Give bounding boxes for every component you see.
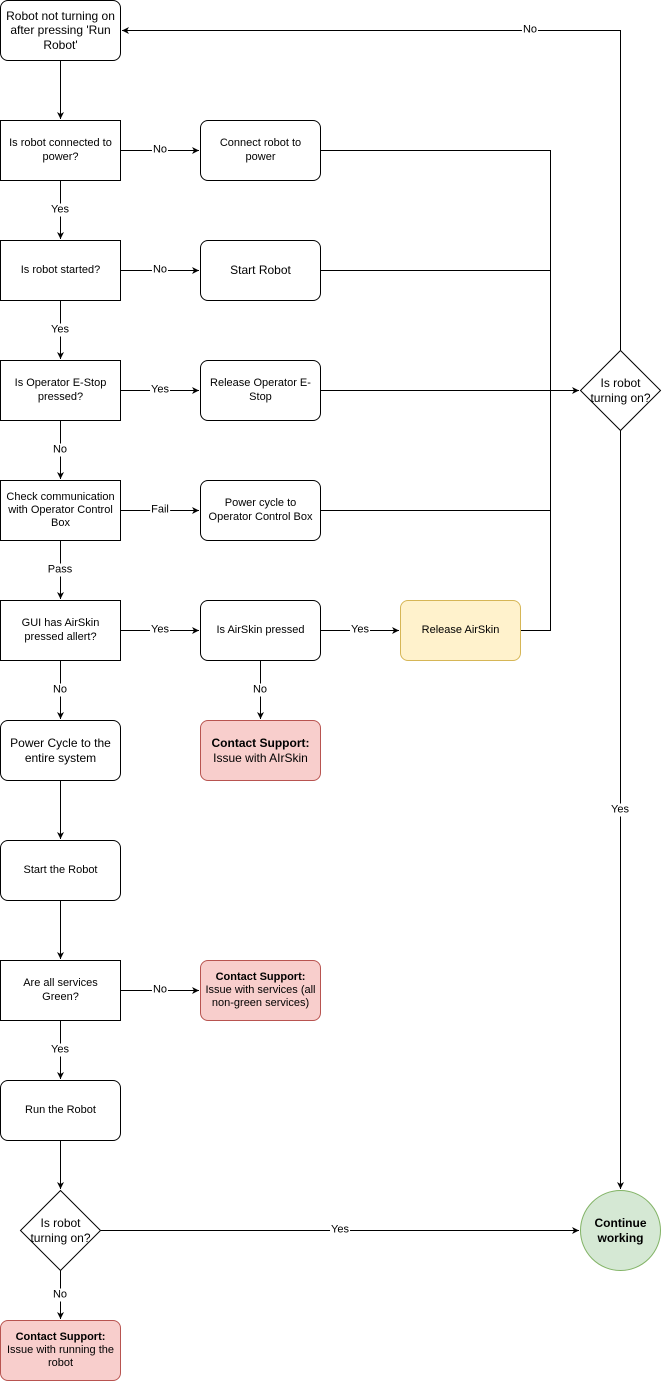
support-running-body: Issue with running the robot [6, 1343, 114, 1370]
support-airskin-title: Contact Support: [211, 736, 310, 751]
node-started-question: Is robot started? [0, 240, 121, 301]
node-start: Robot not turning on after pressing 'Run… [0, 0, 121, 61]
label-started-no: No [151, 263, 169, 277]
node-run-the-robot: Run the Robot [0, 1080, 121, 1141]
node-support-services: Contact Support: Issue with services (al… [200, 960, 321, 1021]
label-pressed-yes: Yes [350, 623, 370, 637]
label-comm-fail: Fail [150, 503, 170, 517]
label-started-yes: Yes [50, 323, 70, 337]
label-bottom-yes: Yes [330, 1223, 350, 1237]
label-right-yes: Yes [610, 803, 630, 817]
label-power-no: No [151, 143, 169, 157]
label-services-yes: Yes [50, 1043, 70, 1057]
decision-bottom-label: Is robot turning on? [30, 1216, 91, 1245]
decision-right-label: Is robot turning on? [590, 376, 651, 405]
label-bottom-no: No [51, 1288, 69, 1302]
label-estop-yes: Yes [150, 383, 170, 397]
node-estop-question: Is Operator E-Stop pressed? [0, 360, 121, 421]
node-start-the-robot: Start the Robot [0, 840, 121, 901]
node-support-running: Contact Support: Issue with running the … [0, 1320, 121, 1381]
label-services-no: No [151, 983, 169, 997]
node-comm-check: Check communication with Operator Contro… [0, 480, 121, 541]
label-estop-no: No [51, 443, 69, 457]
label-comm-pass: Pass [46, 563, 74, 577]
node-support-airskin: Contact Support: Issue with AIrSkin [200, 720, 321, 781]
node-release-airskin: Release AirSkin [400, 600, 521, 661]
node-connect-power: Connect robot to power [200, 120, 321, 181]
label-alert-no: No [51, 683, 69, 697]
node-airskin-pressed-question: Is AirSkin pressed [200, 600, 321, 661]
support-services-body: Issue with services (all non-green servi… [205, 983, 316, 1010]
label-power-yes: Yes [50, 203, 70, 217]
node-start-robot: Start Robot [200, 240, 321, 301]
edge-release-airskin-merge [521, 390, 551, 631]
edge-connect-merge [321, 150, 551, 391]
support-airskin-body: Issue with AIrSkin [213, 750, 308, 765]
label-right-no: No [521, 23, 539, 37]
node-services-question: Are all services Green? [0, 960, 121, 1021]
decision-turning-on-bottom [19, 1189, 102, 1272]
node-airskin-alert-question: GUI has AirSkin pressed allert? [0, 600, 121, 661]
edge-right-no [122, 27, 621, 350]
node-power-cycle-system: Power Cycle to the entire system [0, 720, 121, 781]
support-services-title: Contact Support: [215, 970, 306, 983]
decision-turning-on-right [579, 349, 662, 432]
node-release-estop: Release Operator E-Stop [200, 360, 321, 421]
node-continue-working: Continue working [580, 1190, 661, 1271]
label-pressed-no: No [251, 683, 269, 697]
label-alert-yes: Yes [150, 623, 170, 637]
node-connected-question: Is robot connected to power? [0, 120, 121, 181]
support-running-title: Contact Support: [15, 1330, 106, 1343]
node-power-cycle-box: Power cycle to Operator Control Box [200, 480, 321, 541]
